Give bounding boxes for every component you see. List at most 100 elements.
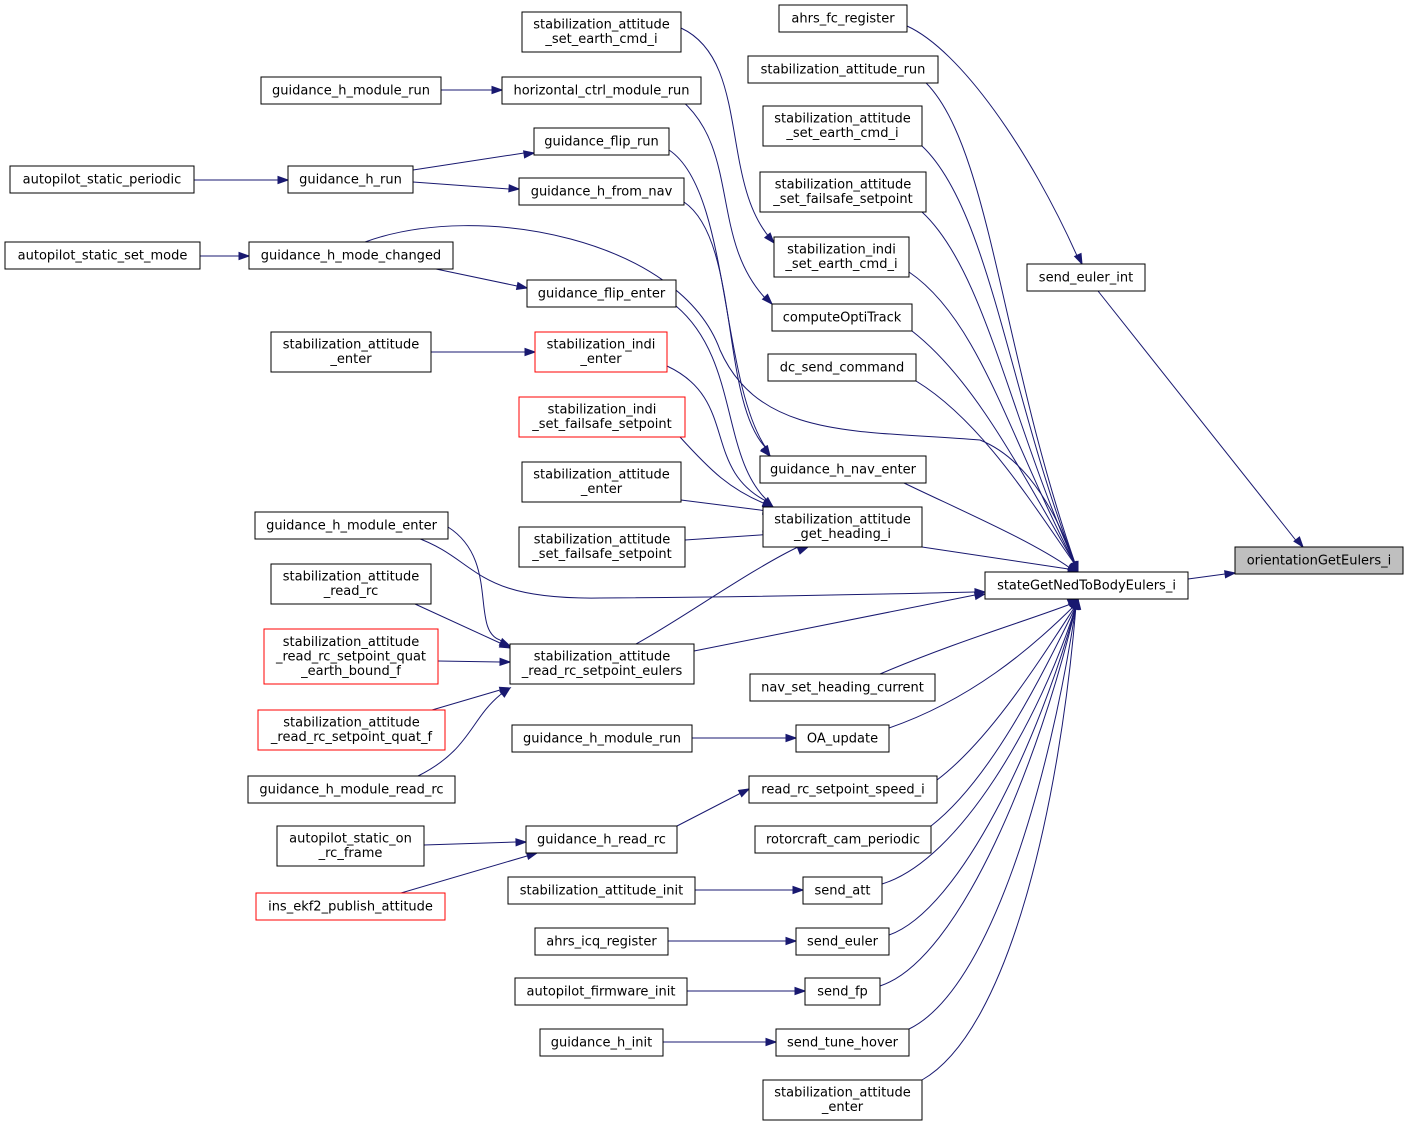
node-box bbox=[257, 709, 446, 751]
function-node-sa-enter-m[interactable]: stabilization_attitude_enter bbox=[521, 461, 682, 503]
call-edge bbox=[915, 380, 1079, 574]
function-node-ap-fw-init[interactable]: autopilot_firmware_init bbox=[514, 977, 688, 1006]
function-node-sa-init[interactable]: stabilization_attitude_init bbox=[507, 876, 696, 905]
node-box bbox=[748, 775, 938, 804]
node-label: guidance_h_run bbox=[299, 172, 402, 187]
function-node-sa-enter-l[interactable]: stabilization_attitude_enter bbox=[270, 331, 432, 373]
function-node-si-enter[interactable]: stabilization_indi_enter bbox=[534, 331, 668, 373]
call-edge bbox=[879, 598, 1080, 675]
function-node-read-speed[interactable]: read_rc_setpoint_speed_i bbox=[748, 775, 938, 804]
edge-line bbox=[666, 365, 771, 504]
call-edge bbox=[921, 546, 1080, 575]
function-node-gh-mod-enter[interactable]: guidance_h_module_enter bbox=[254, 511, 449, 540]
node-box bbox=[9, 165, 195, 194]
node-box bbox=[759, 455, 927, 484]
function-node-si-sfs[interactable]: stabilization_indi_set_failsafe_setpoint bbox=[518, 396, 686, 438]
function-node-gh-nav-enter[interactable]: guidance_h_nav_enter bbox=[759, 455, 927, 484]
arrowhead bbox=[523, 150, 536, 159]
node-box bbox=[521, 461, 682, 503]
call-edge bbox=[684, 530, 775, 541]
function-node-send-tune[interactable]: send_tune_hover bbox=[775, 1028, 910, 1057]
function-node-flip-enter[interactable]: guidance_flip_enter bbox=[526, 279, 677, 308]
node-label: _get_heading_i bbox=[793, 527, 891, 542]
function-node-ap-on-rc[interactable]: autopilot_static_on_rc_frame bbox=[276, 825, 425, 867]
function-node-sa-rrse[interactable]: stabilization_attitude_read_rc_setpoint_… bbox=[509, 643, 695, 685]
edge-line bbox=[414, 536, 976, 599]
function-node-ap-periodic[interactable]: autopilot_static_periodic bbox=[9, 165, 195, 194]
arrowhead bbox=[1072, 597, 1082, 610]
arrowhead bbox=[499, 657, 512, 667]
call-edge bbox=[693, 591, 987, 652]
arrowhead bbox=[515, 838, 528, 847]
node-box bbox=[518, 526, 686, 568]
function-node-gh-mod-run-b[interactable]: guidance_h_module_run bbox=[511, 724, 693, 753]
node-box bbox=[511, 724, 693, 753]
function-node-nav-sh[interactable]: nav_set_heading_current bbox=[749, 673, 936, 702]
edge-line bbox=[447, 526, 501, 641]
edge-line bbox=[414, 603, 501, 644]
function-node-ahrs-fc[interactable]: ahrs_fc_register bbox=[778, 4, 908, 33]
call-edge bbox=[680, 99, 774, 306]
function-node-send-euler[interactable]: send_euler bbox=[795, 927, 890, 956]
function-node-si-sec[interactable]: stabilization_indi_set_earth_cmd_i bbox=[773, 236, 910, 278]
node-label: stabilization_attitude bbox=[283, 635, 419, 650]
function-node-oa[interactable]: OA_update bbox=[795, 724, 890, 753]
edge-line bbox=[936, 604, 1077, 781]
call-edge bbox=[431, 347, 537, 357]
edge-line bbox=[635, 546, 799, 645]
function-node-sa-sfs-m[interactable]: stabilization_attitude_set_failsafe_setp… bbox=[518, 526, 686, 568]
function-node-gh-read-rc[interactable]: guidance_h_read_rc bbox=[525, 825, 678, 854]
function-node-sa-rrsq[interactable]: stabilization_attitude_read_rc_setpoint_… bbox=[257, 709, 446, 751]
function-node-state[interactable]: stateGetNedToBodyEulers_i bbox=[984, 571, 1189, 600]
edge-line bbox=[423, 841, 517, 846]
function-node-sa-read-rc[interactable]: stabilization_attitude_read_rc bbox=[270, 563, 432, 605]
function-node-opti[interactable]: computeOptiTrack bbox=[771, 303, 913, 332]
function-node-sa-gh[interactable]: stabilization_attitude_get_heading_i bbox=[762, 506, 923, 548]
function-node-sa-rrsqe[interactable]: stabilization_attitude_read_rc_setpoint_… bbox=[263, 628, 439, 685]
function-node-sa-run[interactable]: stabilization_attitude_run bbox=[747, 55, 939, 84]
function-node-gh-mode-changed[interactable]: guidance_h_mode_changed bbox=[248, 241, 454, 270]
node-box bbox=[795, 724, 890, 753]
call-edge bbox=[412, 150, 536, 171]
function-node-sa-sfs-c[interactable]: stabilization_attitude_set_failsafe_setp… bbox=[759, 171, 927, 213]
function-node-gh-mod-read-rc[interactable]: guidance_h_module_read_rc bbox=[247, 775, 456, 804]
function-node-hctrl[interactable]: horizontal_ctrl_module_run bbox=[501, 76, 702, 105]
node-label: _set_failsafe_setpoint bbox=[531, 417, 671, 432]
function-node-send-fp[interactable]: send_fp bbox=[804, 977, 881, 1006]
node-label: guidance_h_mode_changed bbox=[261, 248, 441, 263]
node-box bbox=[248, 241, 454, 270]
call-edge bbox=[675, 305, 775, 509]
function-node-gh-run[interactable]: guidance_h_run bbox=[287, 165, 414, 194]
function-node-send-euler-int[interactable]: send_euler_int bbox=[1026, 263, 1146, 292]
function-node-ins-ekf2[interactable]: ins_ekf2_publish_attitude bbox=[255, 892, 446, 921]
edge-line bbox=[903, 482, 1071, 569]
function-node-gh-init[interactable]: guidance_h_init bbox=[539, 1028, 664, 1057]
function-node-sa-sec-t[interactable]: stabilization_attitude_set_earth_cmd_i bbox=[521, 11, 682, 53]
edge-line bbox=[679, 436, 769, 506]
node-label: autopilot_static_set_mode bbox=[18, 248, 188, 263]
function-node-sa-sec-c[interactable]: stabilization_attitude_set_earth_cmd_i bbox=[762, 105, 923, 147]
edge-line bbox=[888, 603, 1077, 729]
edge-line bbox=[921, 211, 1077, 567]
function-node-flip-run[interactable]: guidance_flip_run bbox=[533, 127, 670, 156]
arrowhead bbox=[508, 184, 521, 193]
function-node-send-att[interactable]: send_att bbox=[802, 876, 883, 905]
arrowhead bbox=[491, 85, 504, 95]
node-box bbox=[762, 105, 923, 147]
node-box bbox=[804, 977, 881, 1006]
function-node-ap-set-mode[interactable]: autopilot_static_set_mode bbox=[4, 241, 201, 270]
node-box bbox=[762, 506, 923, 548]
function-node-gh-from-nav[interactable]: guidance_h_from_nav bbox=[518, 177, 685, 206]
function-node-cam[interactable]: rotorcraft_cam_periodic bbox=[754, 825, 932, 854]
function-node-gh-mod-run-t[interactable]: guidance_h_module_run bbox=[260, 76, 442, 105]
node-box bbox=[4, 241, 201, 270]
function-node-ahrs-icq[interactable]: ahrs_icq_register bbox=[534, 927, 669, 956]
node-box bbox=[778, 4, 908, 33]
function-node-dc[interactable]: dc_send_command bbox=[767, 353, 917, 382]
function-node-orient[interactable]: orientationGetEulers_i bbox=[1234, 546, 1404, 575]
call-edge bbox=[930, 597, 1079, 827]
function-node-sa-enter-c[interactable]: stabilization_attitude_enter bbox=[762, 1079, 923, 1121]
node-box bbox=[775, 1028, 910, 1057]
edge-line bbox=[879, 605, 1077, 987]
node-label: _set_earth_cmd_i bbox=[785, 126, 898, 141]
